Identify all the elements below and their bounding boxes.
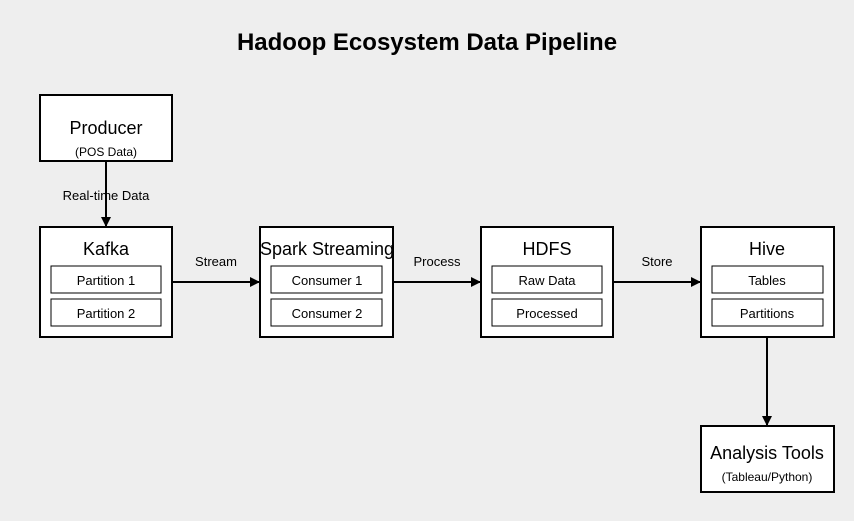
analysis-box bbox=[700, 425, 835, 493]
spark-consumer-1-box bbox=[270, 265, 383, 294]
node-analysis-tools: Analysis Tools (Tableau/Python) bbox=[700, 425, 835, 493]
producer-box bbox=[39, 94, 173, 162]
spark-consumer-1-label: Consumer 1 bbox=[292, 273, 363, 288]
node-hive: Hive Tables Partitions bbox=[700, 226, 835, 338]
hdfs-raw-data-box bbox=[491, 265, 603, 294]
hdfs-label: HDFS bbox=[523, 239, 572, 259]
edge-label-real-time-data: Real-time Data bbox=[63, 188, 150, 203]
producer-label: Producer bbox=[69, 118, 142, 138]
edge-label-process: Process bbox=[414, 254, 461, 269]
analysis-label: Analysis Tools bbox=[710, 443, 824, 463]
kafka-partition-2-label: Partition 2 bbox=[77, 306, 136, 321]
analysis-sublabel: (Tableau/Python) bbox=[722, 470, 813, 484]
kafka-label: Kafka bbox=[83, 239, 130, 259]
kafka-partition-2-box bbox=[50, 298, 162, 327]
node-spark-streaming: Spark Streaming Consumer 1 Consumer 2 bbox=[259, 226, 394, 338]
hive-tables-box bbox=[711, 265, 824, 294]
spark-consumer-2-label: Consumer 2 bbox=[292, 306, 363, 321]
kafka-partition-1-label: Partition 1 bbox=[77, 273, 136, 288]
spark-consumer-2-box bbox=[270, 298, 383, 327]
kafka-partition-1-box bbox=[50, 265, 162, 294]
hive-partitions-label: Partitions bbox=[740, 306, 795, 321]
edge-label-store: Store bbox=[641, 254, 672, 269]
producer-sublabel: (POS Data) bbox=[75, 145, 137, 159]
hdfs-processed-label: Processed bbox=[516, 306, 577, 321]
edge-label-stream: Stream bbox=[195, 254, 237, 269]
hive-label: Hive bbox=[749, 239, 785, 259]
hdfs-raw-data-label: Raw Data bbox=[518, 273, 576, 288]
hive-partitions-box bbox=[711, 298, 824, 327]
node-kafka: Kafka Partition 1 Partition 2 bbox=[39, 226, 173, 338]
spark-label: Spark Streaming bbox=[260, 239, 394, 259]
node-producer: Producer (POS Data) bbox=[39, 94, 173, 162]
edges bbox=[101, 161, 772, 426]
diagram-title: Hadoop Ecosystem Data Pipeline bbox=[237, 29, 617, 56]
node-hdfs: HDFS Raw Data Processed bbox=[480, 226, 614, 338]
hive-tables-label: Tables bbox=[748, 273, 786, 288]
hdfs-processed-box bbox=[491, 298, 603, 327]
